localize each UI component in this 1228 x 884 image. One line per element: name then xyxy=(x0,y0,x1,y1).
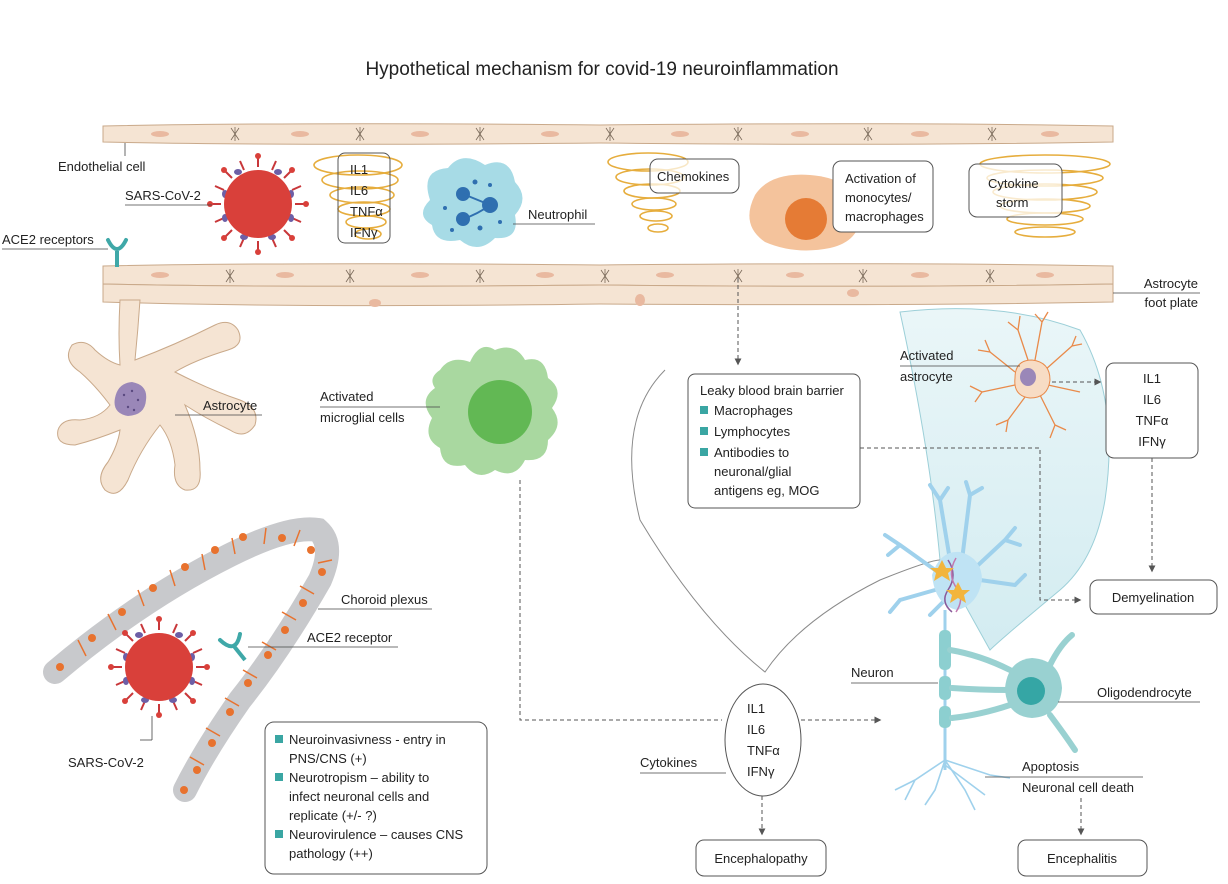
cell-junctions-top xyxy=(230,127,997,141)
label-sars-cov-2-bottom: SARS-CoV-2 xyxy=(68,755,144,770)
ace2-receptor-icon-top xyxy=(106,238,128,267)
label-cytokines: Cytokines xyxy=(640,755,698,770)
cytokine-storm-line-2: storm xyxy=(996,195,1029,210)
label-neutrophil: Neutrophil xyxy=(528,207,587,222)
label-sars-cov-2-top: SARS-CoV-2 xyxy=(125,188,201,203)
endothelial-nuclei-top xyxy=(151,131,1059,137)
page-title: Hypothetical mechanism for covid-19 neur… xyxy=(365,59,838,80)
demyelination-box xyxy=(1089,579,1218,615)
label-neuron: Neuron xyxy=(851,665,894,680)
central-cytokine-tnfa: TNFα xyxy=(747,743,780,758)
label-astrocyte-foot-1: Astrocyte xyxy=(1144,276,1198,291)
virus-icon-top xyxy=(207,153,309,255)
bullet-icon xyxy=(275,773,283,781)
choroid-plexus-icon xyxy=(43,517,339,802)
cytokine-storm-line-1: Cytokine xyxy=(988,176,1039,191)
neuro-item1-line1: Neuroinvasivness - entry in xyxy=(289,732,446,747)
brain-boundary-line xyxy=(631,369,941,673)
astro-cytokine-ifng: IFNγ xyxy=(1138,434,1166,449)
label-neuronal-cell-death: Neuronal cell death xyxy=(1022,780,1134,795)
chemokines-box xyxy=(649,158,740,194)
astro-cytokine-il6: IL6 xyxy=(1143,392,1161,407)
label-apoptosis: Apoptosis xyxy=(1022,759,1080,774)
neuro-item1-line2: PNS/CNS (+) xyxy=(289,751,367,766)
encephalopathy-box xyxy=(695,839,827,877)
endothelial-layer-bottom xyxy=(102,263,1114,307)
label-activated-microglial-1: Activated xyxy=(320,389,373,404)
leaky-bbb-box xyxy=(687,373,861,509)
cell-junctions-bottom xyxy=(225,269,995,283)
label-oligodendrocyte: Oligodendrocyte xyxy=(1097,685,1192,700)
leaky-bbb-macrophages: Macrophages xyxy=(714,403,793,418)
neutrophil-icon xyxy=(422,158,523,248)
neuro-item2-line3: replicate (+/- ?) xyxy=(289,808,377,823)
cytokine-top-il6: IL6 xyxy=(350,183,368,198)
label-activated-astrocyte-2: astrocyte xyxy=(900,369,953,384)
leaky-bbb-antibodies-3: antigens eg, MOG xyxy=(714,483,820,498)
leaky-bbb-lymphocytes: Lymphocytes xyxy=(714,424,791,439)
bullet-icon xyxy=(700,448,708,456)
microglia-icon xyxy=(425,346,558,475)
activation-line-2: monocytes/ xyxy=(845,190,912,205)
cytokine-box-top xyxy=(337,152,391,244)
central-cytokine-il1: IL1 xyxy=(747,701,765,716)
activation-monocytes-box xyxy=(832,160,934,233)
leaky-bbb-antibodies-2: neuronal/glial xyxy=(714,464,791,479)
leaky-bbb-antibodies-1: Antibodies to xyxy=(714,445,789,460)
encephalitis-box xyxy=(1017,839,1148,877)
central-cytokine-ellipse xyxy=(724,683,802,797)
neuro-item2-line1: Neurotropism – ability to xyxy=(289,770,429,785)
neuro-item3-line1: Neurovirulence – causes CNS xyxy=(289,827,463,842)
activation-line-3: macrophages xyxy=(845,209,924,224)
label-activated-microglial-2: microglial cells xyxy=(320,410,405,425)
label-endothelial-cell: Endothelial cell xyxy=(58,159,146,174)
astro-cytokine-il1: IL1 xyxy=(1143,371,1161,386)
oligodendrocyte-icon xyxy=(947,632,1078,753)
cytokine-top-ifng: IFNγ xyxy=(350,225,378,240)
neuro-properties-box xyxy=(264,721,488,875)
neuron-icon xyxy=(883,480,1027,811)
bullet-icon xyxy=(275,735,283,743)
central-cytokine-ifng: IFNγ xyxy=(747,764,775,779)
bullet-icon xyxy=(275,830,283,838)
virus-icon-bottom xyxy=(108,616,210,718)
ace2-receptor-icon-choroid xyxy=(218,632,247,662)
label-ace2-receptor: ACE2 receptor xyxy=(307,630,393,645)
label-astrocyte-foot-2: foot plate xyxy=(1145,295,1199,310)
demyelination-label: Demyelination xyxy=(1112,590,1194,605)
arrow-bbb-to-demyelination xyxy=(860,447,1082,604)
label-astrocyte: Astrocyte xyxy=(203,398,257,413)
arrow-microglia-to-cytokines xyxy=(519,480,722,721)
bullet-icon xyxy=(700,406,708,414)
bullet-icon xyxy=(700,427,708,435)
label-ace2-receptors: ACE2 receptors xyxy=(2,232,94,247)
activated-astrocyte-icon xyxy=(969,311,1083,439)
astrocyte-icon xyxy=(57,299,257,494)
endothelial-layer-top xyxy=(102,123,1114,145)
cytokine-swirl-icon-1 xyxy=(313,154,403,240)
label-choroid-plexus: Choroid plexus xyxy=(341,592,428,607)
central-cytokine-il6: IL6 xyxy=(747,722,765,737)
neuro-item2-line2: infect neuronal cells and xyxy=(289,789,429,804)
cytokine-top-tnfa: TNFα xyxy=(350,204,383,219)
label-activated-astrocyte-1: Activated xyxy=(900,348,953,363)
leaky-bbb-title: Leaky blood brain barrier xyxy=(700,383,844,398)
activated-astrocyte-nucleus xyxy=(1020,368,1036,386)
encephalopathy-label: Encephalopathy xyxy=(714,851,808,866)
endothelial-nuclei-bottom xyxy=(151,272,1054,307)
astro-cytokine-tnfa: TNFα xyxy=(1136,413,1169,428)
activation-line-1: Activation of xyxy=(845,171,916,186)
chemokines-label: Chemokines xyxy=(657,169,730,184)
encephalitis-label: Encephalitis xyxy=(1047,851,1118,866)
neuro-item3-line2: pathology (++) xyxy=(289,846,373,861)
cytokine-top-il1: IL1 xyxy=(350,162,368,177)
cytokine-storm-box xyxy=(968,163,1063,218)
